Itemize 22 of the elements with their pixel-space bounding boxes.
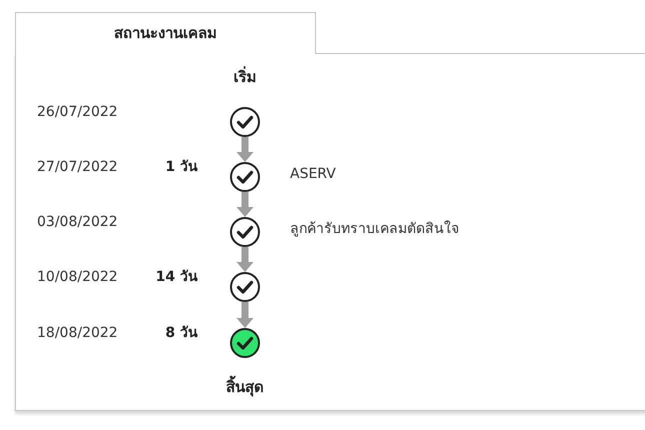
check-circle-icon: [230, 272, 260, 302]
duration-text: 1 วัน: [165, 158, 198, 177]
tab: สถานะงานเคลม: [15, 12, 316, 54]
arrow: [236, 247, 254, 272]
date-text: 26/07/2022: [37, 103, 118, 122]
duration-text: 14 วัน: [156, 268, 198, 287]
end-label: สิ้นสุด: [185, 377, 305, 397]
status-text: ASERV: [290, 165, 336, 184]
status-text: ลูกค้ารับทราบเคลมตัดสินใจ: [290, 220, 459, 239]
check-circle-icon: [230, 162, 260, 192]
date-text: 10/08/2022: [37, 268, 118, 287]
arrow: [236, 302, 254, 328]
check-circle-icon: [230, 328, 260, 358]
arrow: [236, 192, 254, 217]
date-text: 18/08/2022: [37, 324, 118, 343]
check-circle-icon: [230, 107, 260, 137]
date-text: 03/08/2022: [37, 213, 118, 232]
arrow: [236, 137, 254, 162]
check-circle-icon: [230, 217, 260, 247]
date-text: 27/07/2022: [37, 158, 118, 177]
start-label: เริ่ม: [232, 67, 258, 87]
duration-text: 8 วัน: [165, 324, 198, 343]
